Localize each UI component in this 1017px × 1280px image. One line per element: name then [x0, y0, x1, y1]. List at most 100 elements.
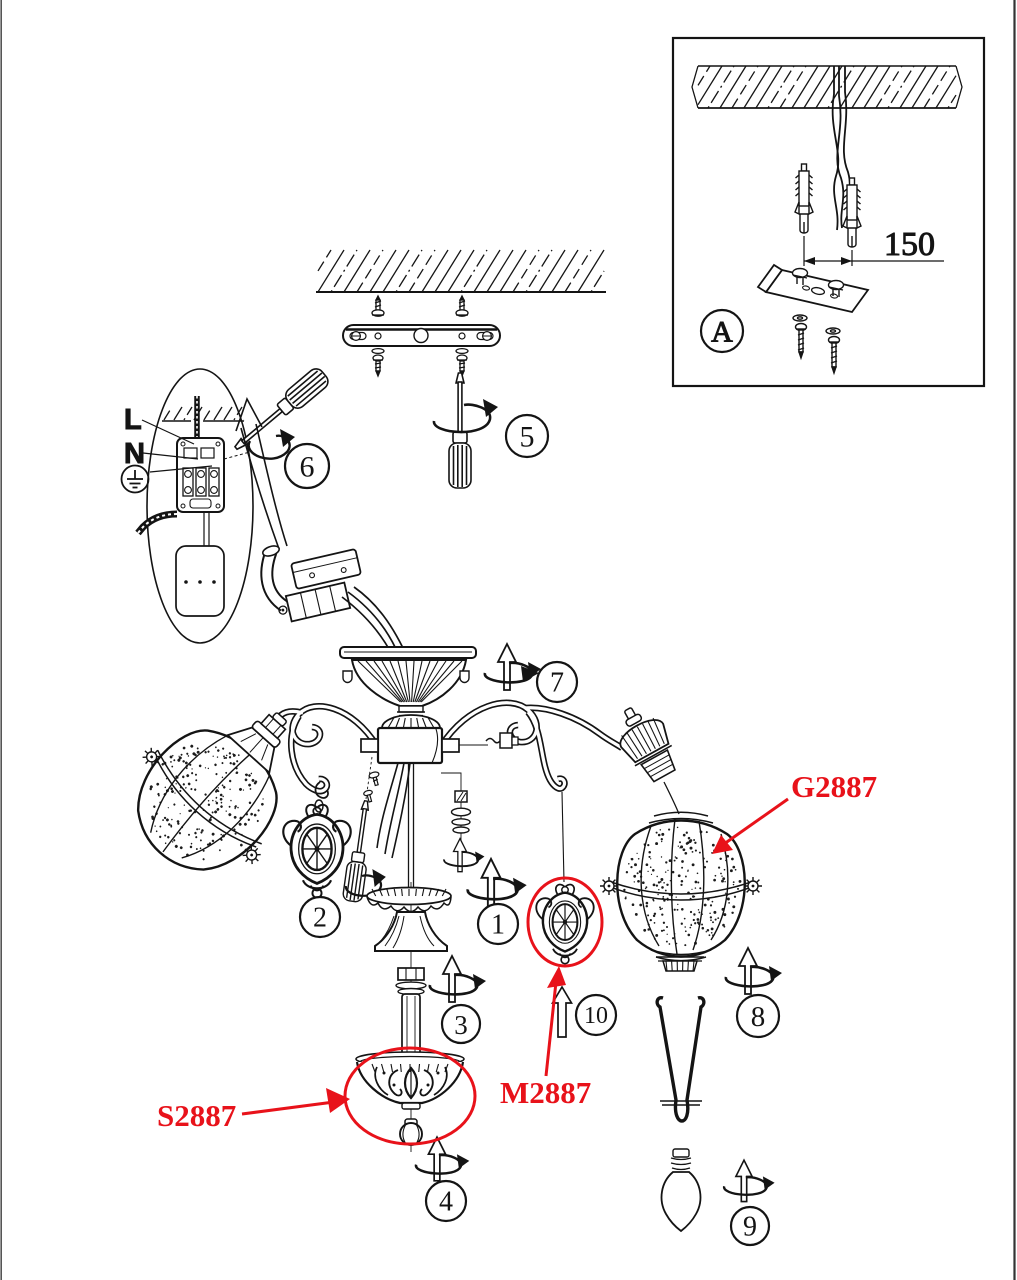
chandelier-arms	[275, 699, 624, 795]
center-pendant-drop	[535, 791, 595, 965]
neutral-wire-label: N	[124, 438, 145, 470]
rotate-icon	[722, 1159, 776, 1203]
inset-detail-a: 150 A	[671, 36, 986, 388]
screwdriver-step2	[341, 756, 386, 904]
wiring-detail-oval: L N	[120, 368, 254, 644]
dimension-150	[803, 236, 944, 266]
dimension-label: 150	[884, 226, 935, 263]
part-label-m2887: M2887	[500, 1075, 591, 1110]
wall-anchor	[842, 177, 862, 248]
step-10-label: 10	[584, 1003, 608, 1029]
washer	[452, 826, 470, 834]
center-stem	[376, 762, 415, 888]
rotate-icon	[724, 946, 784, 996]
rotate-icon	[483, 642, 543, 692]
rotate-icon	[428, 954, 488, 1004]
bracket-screw	[791, 267, 809, 285]
wall-anchor	[794, 163, 814, 234]
bulb-glass	[660, 1171, 702, 1233]
rotate-arrowhead	[483, 399, 498, 417]
balloon-step3: 3	[440, 1003, 482, 1045]
step-3-label: 3	[454, 1010, 468, 1040]
balloon-a-label: A	[711, 316, 733, 349]
bar-screw-bottom	[371, 347, 385, 378]
step-5-label: 5	[520, 421, 535, 454]
step-1-label: 1	[491, 910, 505, 941]
step-4-label: 4	[439, 1187, 453, 1218]
left-pendant-drop	[281, 781, 353, 900]
rotate-step8	[724, 946, 784, 996]
step-2-label: 2	[313, 903, 327, 934]
bar-screw-top	[455, 294, 469, 317]
washer	[451, 818, 471, 826]
part-label-g2887: G2887	[791, 769, 877, 804]
balloon-step5: 5	[504, 413, 550, 459]
bottom-bowl	[355, 1051, 465, 1146]
rotate-step1	[466, 857, 529, 909]
pendant-icon	[281, 803, 353, 900]
step-9-label: 9	[743, 1212, 757, 1243]
live-wire-label: L	[124, 404, 142, 436]
mounting-connector	[260, 545, 404, 650]
lift-arrow-icon	[235, 397, 288, 550]
insert-arrow-step10	[551, 985, 573, 1038]
ring-ribs	[665, 960, 695, 972]
balloon-step2: 2	[298, 895, 342, 939]
pendant-icon	[535, 883, 595, 965]
g2887-arrowhead	[712, 835, 733, 854]
balloon-a: A	[699, 308, 745, 354]
screwdriver-icon	[228, 364, 332, 458]
dome-ribs	[387, 717, 435, 729]
dish-ribs	[371, 888, 447, 897]
threaded-nipple	[454, 790, 468, 803]
balloon-step1: 1	[476, 902, 520, 946]
rotate-step3	[428, 954, 488, 1004]
tassel-knob	[599, 876, 619, 896]
long-screw	[792, 314, 808, 361]
screwdriver-step5	[432, 372, 498, 489]
terminal-connector	[278, 581, 352, 623]
red-annotations: G2887 M2887 S2887	[157, 769, 877, 1146]
shade-hook	[342, 670, 353, 684]
part-label-s2887: S2887	[157, 1098, 236, 1133]
m2887-highlight-circle	[526, 876, 604, 968]
shade-ring	[656, 956, 704, 972]
socket-thread	[639, 748, 676, 783]
rotate-icon	[443, 837, 486, 873]
balloon-step7: 7	[535, 660, 579, 704]
canopy-flutes	[357, 660, 463, 703]
star-washer	[450, 807, 472, 817]
balloon-step10: 10	[574, 993, 618, 1037]
light-bulb	[660, 1148, 702, 1233]
step-7-label: 7	[550, 668, 564, 699]
ceiling	[316, 249, 606, 293]
bracket-screw	[827, 279, 845, 297]
bar-screw-bottom	[455, 347, 469, 378]
balloon-step9: 9	[729, 1205, 771, 1247]
hanger-bracket	[290, 548, 362, 590]
balloon-step6: 6	[283, 442, 331, 490]
rotate-icon	[466, 857, 529, 909]
rotate-arrow-icon	[344, 874, 383, 897]
step-8-label: 8	[751, 1001, 766, 1033]
balloon-step4: 4	[424, 1179, 468, 1223]
hex-nut	[397, 967, 425, 981]
inset-ceiling-hatch	[697, 65, 957, 109]
ground-symbol-icon	[120, 464, 150, 494]
tassel-knob	[743, 876, 763, 896]
junction-cover	[175, 545, 225, 617]
shade-hook	[459, 670, 470, 684]
center-hub	[376, 726, 444, 765]
balloon-step8: 8	[735, 993, 781, 1039]
m2887-arrowhead	[547, 966, 566, 988]
mounting-bar	[342, 294, 501, 378]
bar-screw-top	[371, 294, 385, 317]
long-screw	[825, 327, 841, 376]
mounting-bracket	[756, 263, 870, 314]
screwdriver-step6	[223, 364, 332, 460]
exploded-axis	[441, 772, 486, 873]
step-6-label: 6	[300, 451, 315, 484]
rotate-step9	[722, 1159, 776, 1203]
